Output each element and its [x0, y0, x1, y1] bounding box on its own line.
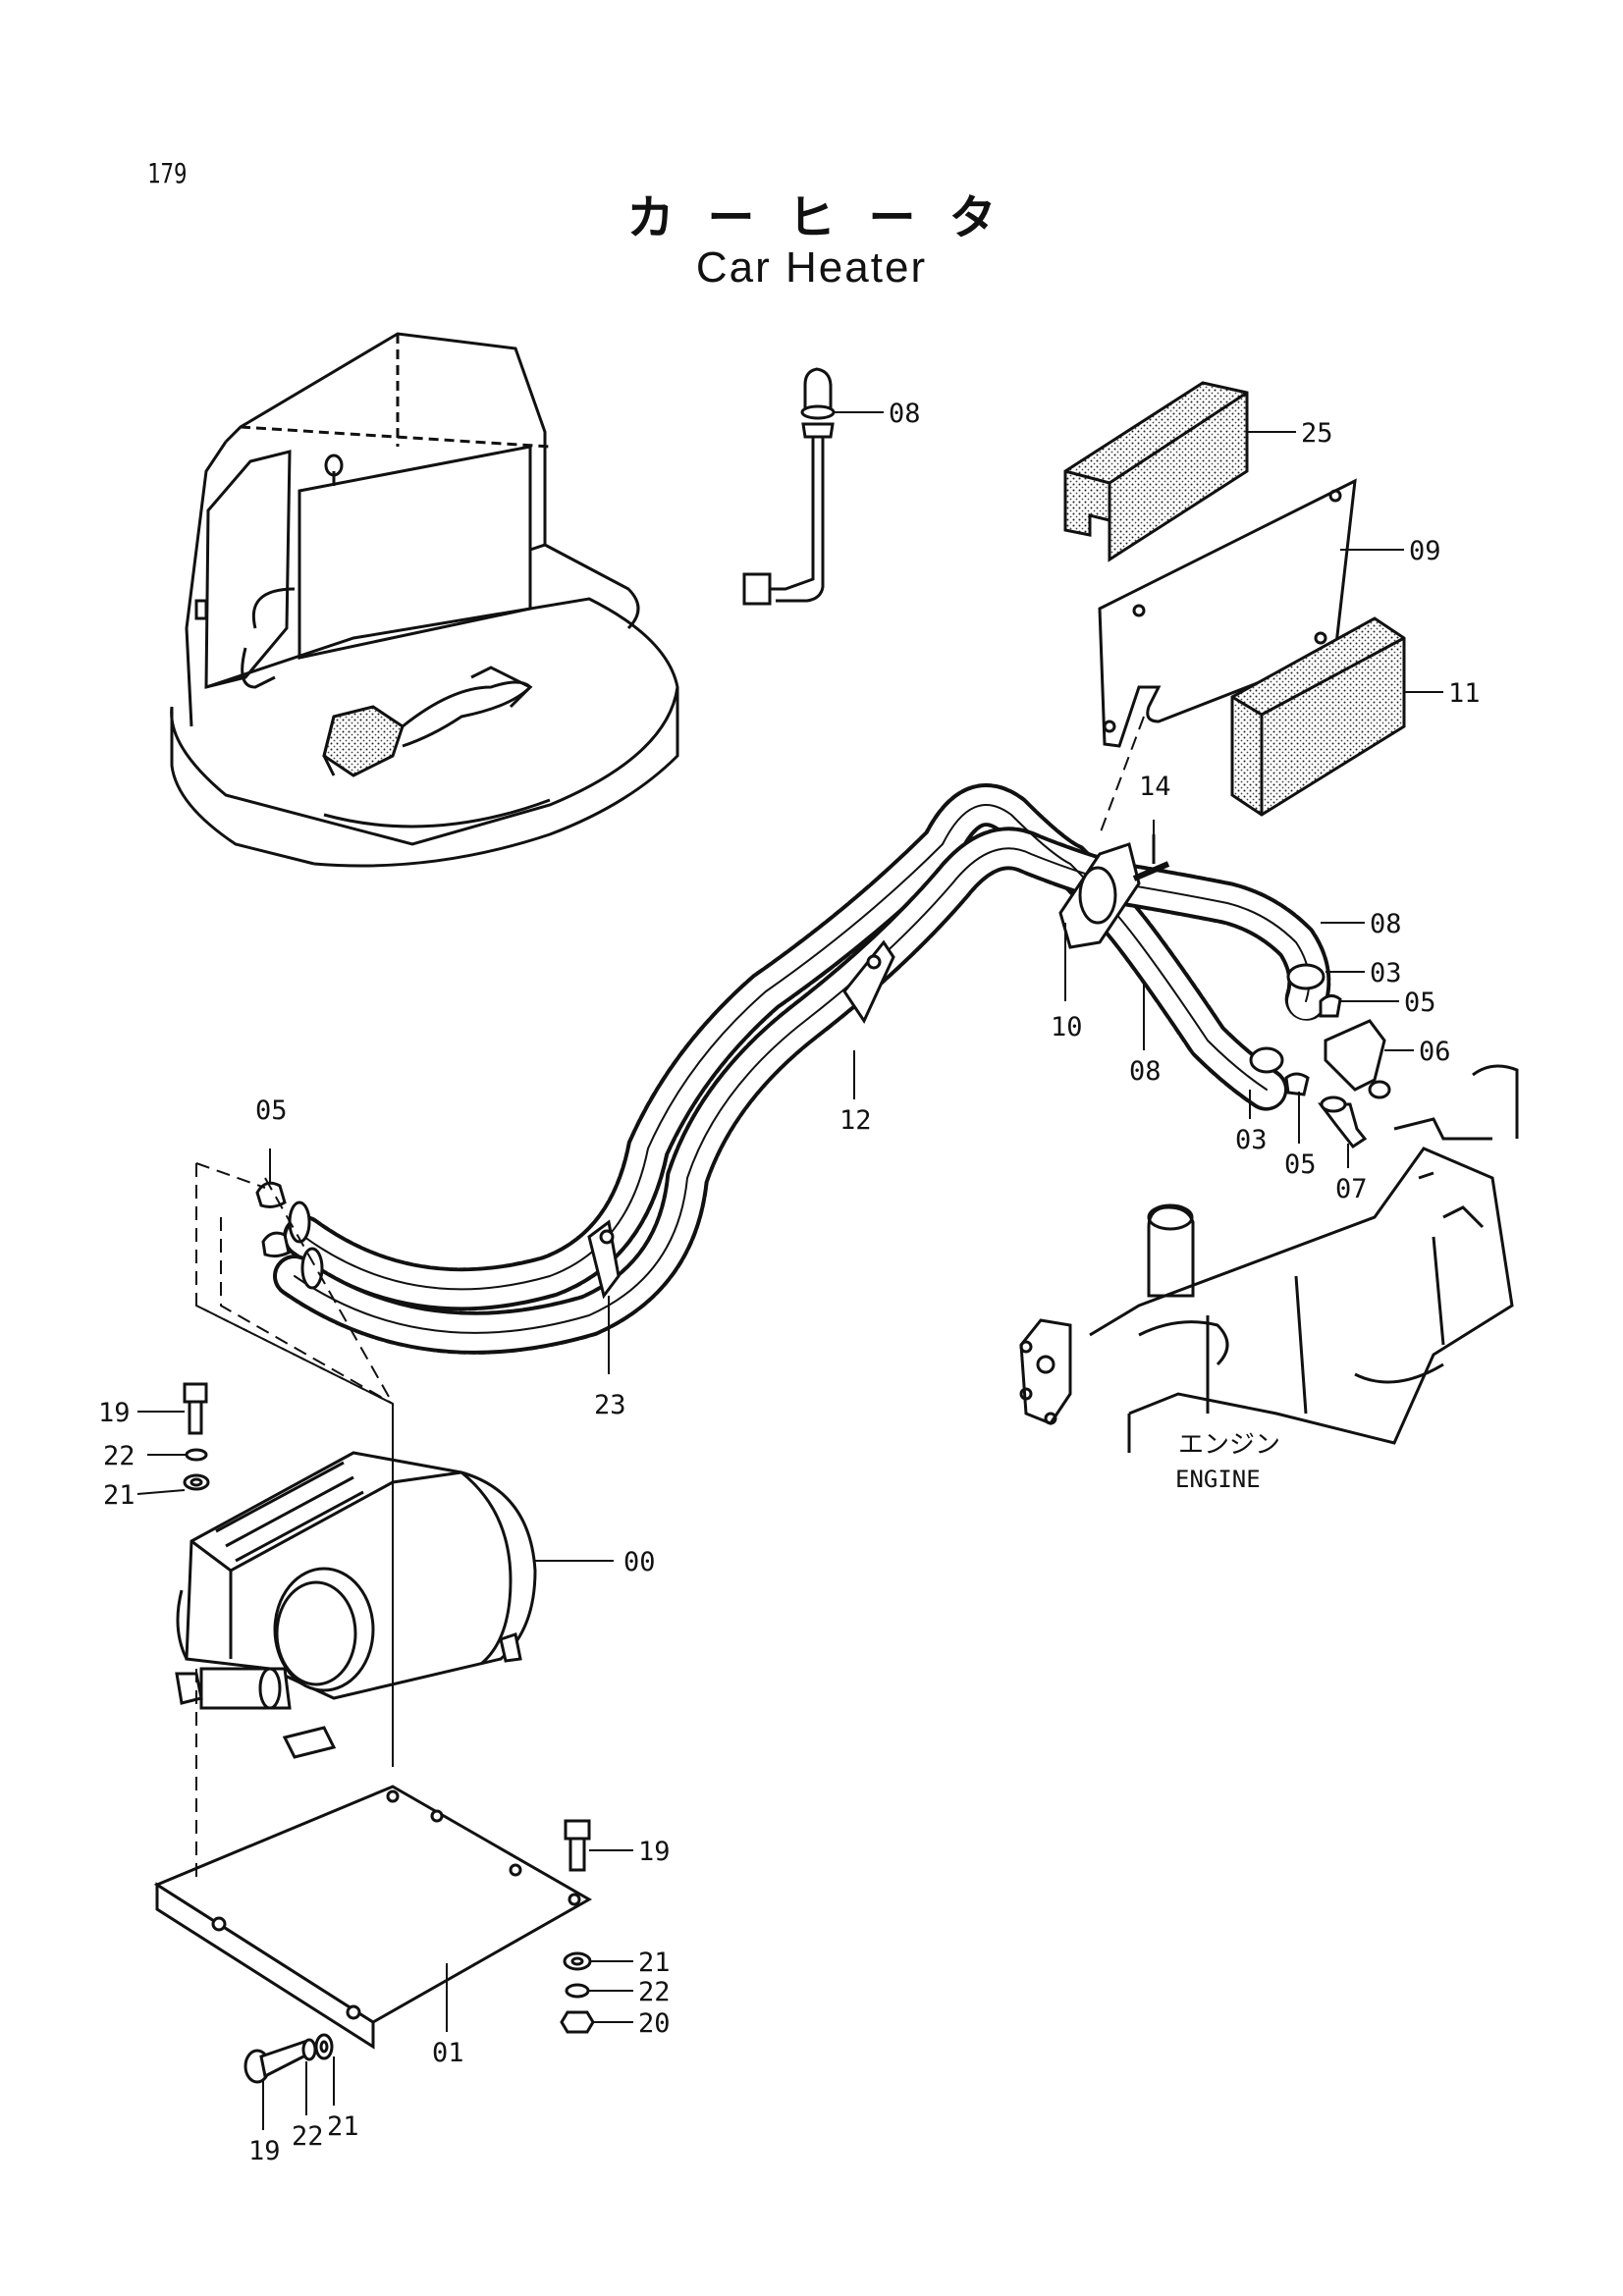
- part-11-pad: [1230, 616, 1406, 817]
- callout-05-mid: 05: [1284, 1149, 1317, 1180]
- callout-05-left: 05: [255, 1095, 288, 1126]
- engine-label-jp: エンジン: [1178, 1430, 1280, 1460]
- bracket-01: [153, 1785, 593, 2050]
- heater-unit: [175, 1451, 537, 1759]
- callout-21-bottom: 21: [327, 2111, 359, 2142]
- hardware: [183, 1382, 595, 2084]
- callout-06: 06: [1419, 1037, 1451, 1067]
- callout-03-right: 03: [1370, 958, 1402, 988]
- hose-fittings: [255, 963, 1391, 1290]
- part-13-fitting: [742, 367, 836, 606]
- engine-label-en: ENGINE: [1175, 1466, 1261, 1493]
- callout-22-right: 22: [638, 1977, 671, 2007]
- callout-07: 07: [1335, 1174, 1368, 1204]
- callout-01: 01: [432, 2038, 464, 2068]
- callout-25: 25: [1301, 418, 1333, 449]
- part-25-pad: [1063, 381, 1249, 562]
- callout-09: 09: [1409, 536, 1441, 566]
- page-number: 179: [147, 157, 188, 189]
- part-09-plate: [1098, 478, 1357, 748]
- callout-19-bottom: 19: [248, 2136, 281, 2166]
- title-japanese: カーヒータ: [626, 190, 1030, 245]
- title-english: Car Heater: [695, 243, 928, 292]
- callout-11: 11: [1448, 678, 1481, 709]
- hose-clamps: [587, 834, 1170, 1300]
- callout-21-top: 21: [103, 1480, 135, 1511]
- callout-22-bottom: 22: [292, 2121, 324, 2152]
- callout-00: 00: [623, 1547, 656, 1577]
- engine-outline: [1019, 1064, 1519, 1453]
- callout-13: 08: [889, 399, 921, 429]
- callout-10: 10: [1051, 1012, 1083, 1042]
- callout-12: 12: [839, 1105, 872, 1136]
- leader-lines: [195, 716, 1145, 1885]
- callout-23: 23: [594, 1390, 626, 1420]
- callout-03-mid: 03: [1235, 1125, 1268, 1155]
- hose-assembly: [273, 783, 1331, 1355]
- callout-08-right: 08: [1370, 909, 1402, 939]
- callout-08-mid: 08: [1129, 1056, 1162, 1087]
- callout-22-top: 22: [103, 1441, 135, 1471]
- callout-05-right: 05: [1404, 988, 1436, 1018]
- callout-19-right: 19: [638, 1837, 671, 1867]
- excavator-overview: [170, 332, 679, 868]
- callout-leaders: [136, 411, 1443, 2130]
- callout-labels: 08 25 09 11 14 08 03 05 06 10 08 12 03 0…: [98, 399, 1481, 2166]
- callout-20: 20: [638, 2008, 671, 2039]
- callout-19-top: 19: [98, 1398, 131, 1428]
- callout-14: 14: [1139, 772, 1171, 802]
- callout-21-right: 21: [638, 1948, 671, 1978]
